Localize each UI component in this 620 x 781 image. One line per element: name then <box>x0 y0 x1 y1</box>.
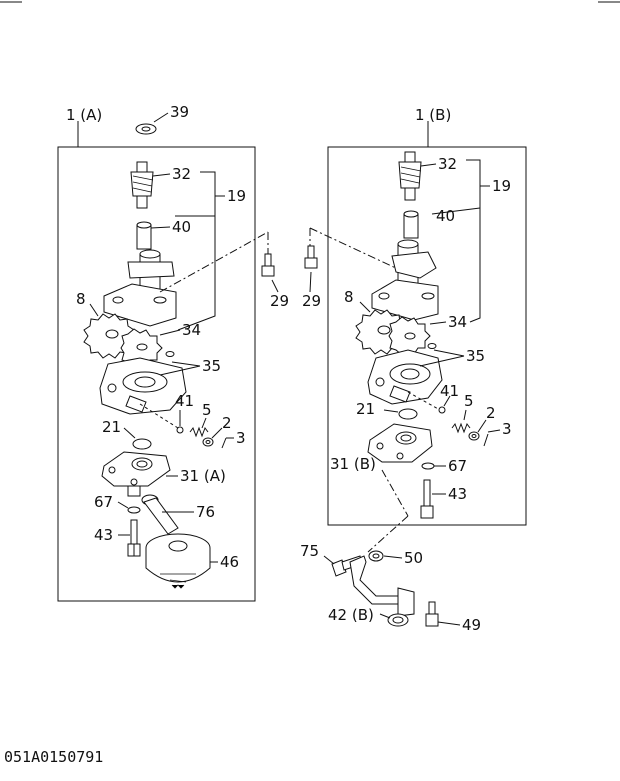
oil-strainer-46 <box>145 533 211 589</box>
pump-housing-35 <box>99 351 187 415</box>
callout-8: 8 <box>76 290 86 308</box>
callout-21b: 21 <box>356 400 375 418</box>
gear-34b <box>388 316 431 356</box>
drive-gear-32 <box>130 161 154 209</box>
assembly-a-frame <box>57 146 256 602</box>
callout-29a: 29 <box>270 292 289 310</box>
callout-40b: 40 <box>436 207 455 225</box>
o-ring-21 <box>132 438 152 450</box>
callout-39: 39 <box>170 103 189 121</box>
callout-67: 67 <box>94 493 113 511</box>
suction-pipe-76 <box>141 494 179 535</box>
callout-35: 35 <box>202 357 221 375</box>
pump-body-upper <box>103 249 177 327</box>
bracket-19 <box>177 171 216 331</box>
assembly-b: 1 (B) 32 19 40 <box>327 106 527 553</box>
callout-35b: 35 <box>466 347 485 365</box>
pump-cover-31a <box>101 451 171 497</box>
o-ring-21b <box>398 408 418 420</box>
pin-3b <box>483 433 489 447</box>
callout-50: 50 <box>404 549 423 567</box>
suction-pipe-42b <box>349 555 415 627</box>
leader-29a <box>159 231 269 293</box>
bolt-49 <box>425 601 439 627</box>
callout-41: 41 <box>175 392 194 410</box>
bolt-29-b <box>304 245 318 269</box>
callout-31a: 31 (A) <box>180 467 226 485</box>
callout-34b: 34 <box>448 313 467 331</box>
callout-43: 43 <box>94 526 113 544</box>
drive-gear-32b <box>398 151 422 201</box>
callout-32b: 32 <box>438 155 457 173</box>
assembly-a: 1 (A) 39 32 40 19 <box>57 103 256 602</box>
bolt-43b <box>420 479 434 519</box>
pump-housing-35b <box>367 343 443 405</box>
callout-5b: 5 <box>464 392 474 410</box>
callout-21: 21 <box>102 418 121 436</box>
bushing-40 <box>136 224 152 250</box>
callout-67b: 67 <box>448 457 467 475</box>
callout-49: 49 <box>462 616 481 634</box>
center-bolts: 29 29 <box>159 227 401 310</box>
callout-41b: 41 <box>440 382 459 400</box>
washer-67b <box>421 462 435 470</box>
callout-34: 34 <box>182 321 201 339</box>
bracket-19b <box>466 159 481 323</box>
assembly-a-label: 1 (A) <box>66 106 102 124</box>
callout-46: 46 <box>220 553 239 571</box>
pipe-assembly-b: 75 50 42 (B) 49 <box>300 542 481 634</box>
callout-43b: 43 <box>448 485 467 503</box>
callout-3: 3 <box>236 429 246 447</box>
assembly-b-label: 1 (B) <box>415 106 451 124</box>
bushing-40b <box>403 213 419 239</box>
callout-75: 75 <box>300 542 319 560</box>
drawing-code: 051A0150791 <box>4 748 103 766</box>
callout-40: 40 <box>172 218 191 236</box>
callout-8b: 8 <box>344 288 354 306</box>
callout-32: 32 <box>172 165 191 183</box>
gear-34 <box>120 328 163 368</box>
leader-29b <box>309 227 401 271</box>
callout-2b: 2 <box>486 404 496 422</box>
spring-5 <box>189 426 209 438</box>
callout-19b: 19 <box>492 177 511 195</box>
callout-76: 76 <box>196 503 215 521</box>
callout-29b: 29 <box>302 292 321 310</box>
pump-cover-31b <box>367 423 433 463</box>
ball-41 <box>176 426 184 434</box>
callout-31b: 31 (B) <box>330 455 376 473</box>
assembly-b-frame <box>327 146 527 526</box>
pump-body-upper-b <box>371 239 439 321</box>
callout-42b: 42 (B) <box>328 606 374 624</box>
washer-67 <box>127 506 141 514</box>
pin-3 <box>221 437 227 449</box>
callout-19: 19 <box>227 187 246 205</box>
callout-3b: 3 <box>502 420 512 438</box>
callout-2: 2 <box>222 414 232 432</box>
ball-41b <box>438 406 446 414</box>
bolt-43 <box>127 519 141 557</box>
bolt-29-a <box>261 253 275 277</box>
callout-5: 5 <box>202 401 212 419</box>
spring-5b <box>451 422 471 434</box>
